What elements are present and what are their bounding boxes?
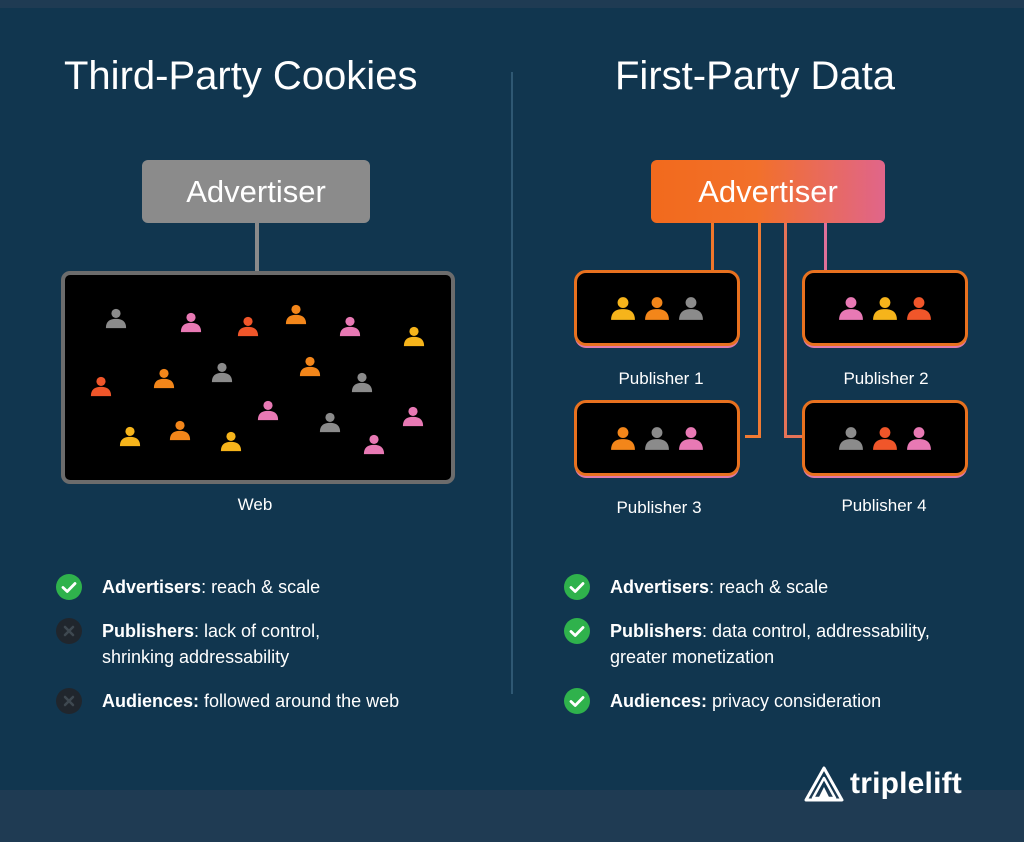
publisher-person-icon xyxy=(644,425,670,451)
web-person-icon xyxy=(237,315,259,337)
check-icon xyxy=(564,688,590,714)
triplelift-logo: triplelift xyxy=(804,766,962,802)
web-person-icon xyxy=(339,315,361,337)
publisher-3-label: Publisher 3 xyxy=(616,498,702,517)
person-icon xyxy=(339,316,361,337)
web-person-icon xyxy=(363,433,385,455)
publisher-person-icon xyxy=(838,295,864,321)
connector-publisher-4-vertical xyxy=(784,223,787,438)
right-bullet-audiences: Audiences: privacy consideration xyxy=(564,688,881,714)
web-person-icon xyxy=(351,371,373,393)
connector-publisher-1 xyxy=(711,223,714,270)
check-icon xyxy=(564,618,590,644)
publisher-1-label: Publisher 1 xyxy=(618,369,704,388)
left-connector-line xyxy=(255,223,259,272)
bottom-band xyxy=(0,790,1024,842)
person-icon xyxy=(105,308,127,329)
connector-publisher-4-horizontal xyxy=(784,435,803,438)
publisher-3-box xyxy=(574,400,740,476)
publisher-4-label: Publisher 4 xyxy=(841,496,927,515)
person-icon xyxy=(299,356,321,377)
person-icon xyxy=(645,297,669,320)
person-icon xyxy=(611,297,635,320)
publisher-person-icon xyxy=(906,425,932,451)
web-person-icon xyxy=(257,399,279,421)
check-icon xyxy=(56,574,82,600)
right-bullet-advertisers: Advertisers: reach & scale xyxy=(564,574,828,600)
publisher-person-icon xyxy=(678,295,704,321)
publisher-person-icon xyxy=(838,425,864,451)
connector-publisher-2 xyxy=(824,223,827,270)
top-band xyxy=(0,0,1024,8)
right-title: First-Party Data xyxy=(615,54,896,98)
publisher-person-icon xyxy=(644,295,670,321)
left-title: Third-Party Cookies xyxy=(64,54,418,98)
publisher-2-label: Publisher 2 xyxy=(843,369,929,388)
triplelift-logo-icon xyxy=(804,766,844,802)
left-bullet-audiences: Audiences: followed around the web xyxy=(56,688,399,714)
person-icon xyxy=(907,427,931,450)
web-person-icon xyxy=(180,311,202,333)
person-icon xyxy=(611,427,635,450)
person-icon xyxy=(873,427,897,450)
web-person-icon xyxy=(285,303,307,325)
cross-icon xyxy=(56,618,82,644)
web-label: Web xyxy=(237,495,273,514)
web-person-icon xyxy=(211,361,233,383)
web-person-icon xyxy=(90,375,112,397)
person-icon xyxy=(679,297,703,320)
web-box xyxy=(61,271,455,484)
connector-publisher-3-vertical xyxy=(758,223,761,438)
right-advertiser-box: Advertiser xyxy=(651,160,885,223)
web-person-icon xyxy=(153,367,175,389)
left-bullet-publishers: Publishers: lack of control,shrinking ad… xyxy=(56,618,320,670)
person-icon xyxy=(180,312,202,333)
person-icon xyxy=(363,434,385,455)
person-icon xyxy=(839,297,863,320)
person-icon xyxy=(402,406,424,427)
publisher-person-icon xyxy=(610,295,636,321)
publisher-person-icon xyxy=(678,425,704,451)
web-person-icon xyxy=(403,325,425,347)
publisher-person-icon xyxy=(610,425,636,451)
web-person-icon xyxy=(299,355,321,377)
publisher-person-icon xyxy=(872,295,898,321)
check-icon xyxy=(564,574,590,600)
cross-icon xyxy=(56,688,82,714)
person-icon xyxy=(679,427,703,450)
right-bullet-publishers: Publishers: data control, addressability… xyxy=(564,618,930,670)
person-icon xyxy=(90,376,112,397)
web-person-icon xyxy=(169,419,191,441)
center-divider xyxy=(511,72,513,694)
left-advertiser-box: Advertiser xyxy=(142,160,370,223)
person-icon xyxy=(285,304,307,325)
publisher-2-box xyxy=(802,270,968,346)
person-icon xyxy=(211,362,233,383)
web-person-icon xyxy=(119,425,141,447)
logo-wordmark: triplelift xyxy=(850,767,962,800)
web-person-icon xyxy=(402,405,424,427)
person-icon xyxy=(873,297,897,320)
person-icon xyxy=(257,400,279,421)
person-icon xyxy=(119,426,141,447)
person-icon xyxy=(351,372,373,393)
person-icon xyxy=(645,427,669,450)
person-icon xyxy=(403,326,425,347)
publisher-1-box xyxy=(574,270,740,346)
publisher-person-icon xyxy=(872,425,898,451)
person-icon xyxy=(153,368,175,389)
person-icon xyxy=(169,420,191,441)
person-icon xyxy=(319,412,341,433)
person-icon xyxy=(237,316,259,337)
publisher-4-box xyxy=(802,400,968,476)
person-icon xyxy=(907,297,931,320)
connector-publisher-3-horizontal xyxy=(745,435,761,438)
left-bullet-advertisers: Advertisers: reach & scale xyxy=(56,574,320,600)
publisher-person-icon xyxy=(906,295,932,321)
web-person-icon xyxy=(220,430,242,452)
person-icon xyxy=(839,427,863,450)
web-person-icon xyxy=(105,307,127,329)
person-icon xyxy=(220,431,242,452)
web-person-icon xyxy=(319,411,341,433)
